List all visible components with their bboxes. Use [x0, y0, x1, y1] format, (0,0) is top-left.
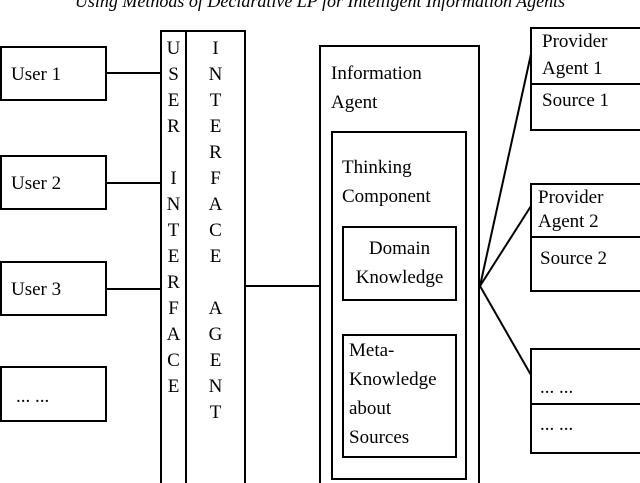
interface-agent-letter: E — [209, 350, 222, 371]
user-interface-letter: S — [168, 64, 179, 85]
interface-agent-letter: E — [209, 246, 222, 267]
user-box-3: User 3 — [0, 261, 107, 316]
provider-box-2: Provider Agent 2 Source 2 — [530, 183, 640, 292]
interface-agent-letter: T — [209, 402, 222, 423]
provider-divider — [532, 403, 640, 405]
provider-source-label: ... ... — [540, 414, 574, 435]
thinking-component-box: Thinking Component Domain Knowledge Meta… — [331, 131, 467, 480]
provider-divider — [532, 83, 640, 85]
user-interface-letter: R — [167, 116, 180, 137]
user-interface-letter — [162, 140, 185, 166]
meta-knowledge-label: Meta- Knowledge about Sources — [349, 340, 437, 448]
interface-agent-letter — [187, 270, 244, 296]
meta-knowledge-box: Meta- Knowledge about Sources — [342, 334, 457, 458]
provider-divider — [532, 236, 640, 238]
user-interface-letter: E — [167, 376, 180, 397]
information-agent-title: Information Agent — [331, 63, 422, 113]
interface-agent-letter: E — [209, 116, 222, 137]
interface-agent-letter: N — [208, 64, 223, 85]
interface-agent-letter: N — [208, 376, 223, 397]
user-interface-letter: R — [167, 272, 180, 293]
thinking-component-title: Thinking Component — [342, 157, 431, 207]
interface-agent-letter: T — [209, 90, 222, 111]
user-interface-letter: E — [167, 90, 180, 111]
user-interface-letter: A — [166, 324, 181, 345]
information-agent-box: Information Agent Thinking Component Dom… — [319, 45, 480, 483]
provider-source-label: Source 2 — [540, 248, 608, 269]
link-thinking-provider3 — [479, 285, 532, 376]
provider-source-label: Source 1 — [542, 90, 610, 111]
user-interface-letter: U — [166, 38, 181, 59]
interface-agent-letter: A — [208, 298, 223, 319]
interface-agent-letter: I — [212, 38, 219, 59]
provider-agent-label: Provider Agent 1 — [542, 31, 608, 79]
user-interface-letter: F — [168, 298, 179, 319]
link-thinking-provider1 — [479, 53, 532, 287]
user-interface-letter: N — [166, 194, 181, 215]
provider-box-1: Provider Agent 1 Source 1 — [530, 27, 640, 131]
provider-box-more: ... ... ... ... — [530, 348, 640, 454]
figure-caption: Using Methods of Declarative LP for Inte… — [74, 0, 566, 11]
user-box-more: ... ... — [0, 366, 107, 422]
provider-agent-label: ... ... — [540, 377, 574, 398]
user-label: User 2 — [11, 173, 62, 194]
domain-knowledge-label: Domain Knowledge — [355, 238, 444, 288]
interface-agent-letter: C — [209, 220, 222, 241]
provider-agent-label: Provider Agent 2 — [538, 187, 604, 232]
interface-agent-letter: G — [208, 324, 223, 345]
interface-agent-letter: F — [210, 168, 221, 189]
interface-agent-letter: A — [208, 194, 223, 215]
user-interface-letter: T — [167, 220, 180, 241]
user-box-2: User 2 — [0, 155, 107, 210]
domain-knowledge-box: Domain Knowledge — [342, 226, 457, 301]
interface-agent-letter: R — [209, 142, 222, 163]
user-interface-letter: C — [167, 350, 180, 371]
user-box-1: User 1 — [0, 46, 107, 101]
user-label: User 1 — [11, 64, 62, 85]
user-label: ... ... — [16, 386, 50, 407]
user-interface-letter: I — [170, 168, 177, 189]
link-thinking-provider2 — [479, 205, 532, 287]
user-interface-letter: E — [167, 246, 180, 267]
user-label: User 3 — [11, 279, 62, 300]
